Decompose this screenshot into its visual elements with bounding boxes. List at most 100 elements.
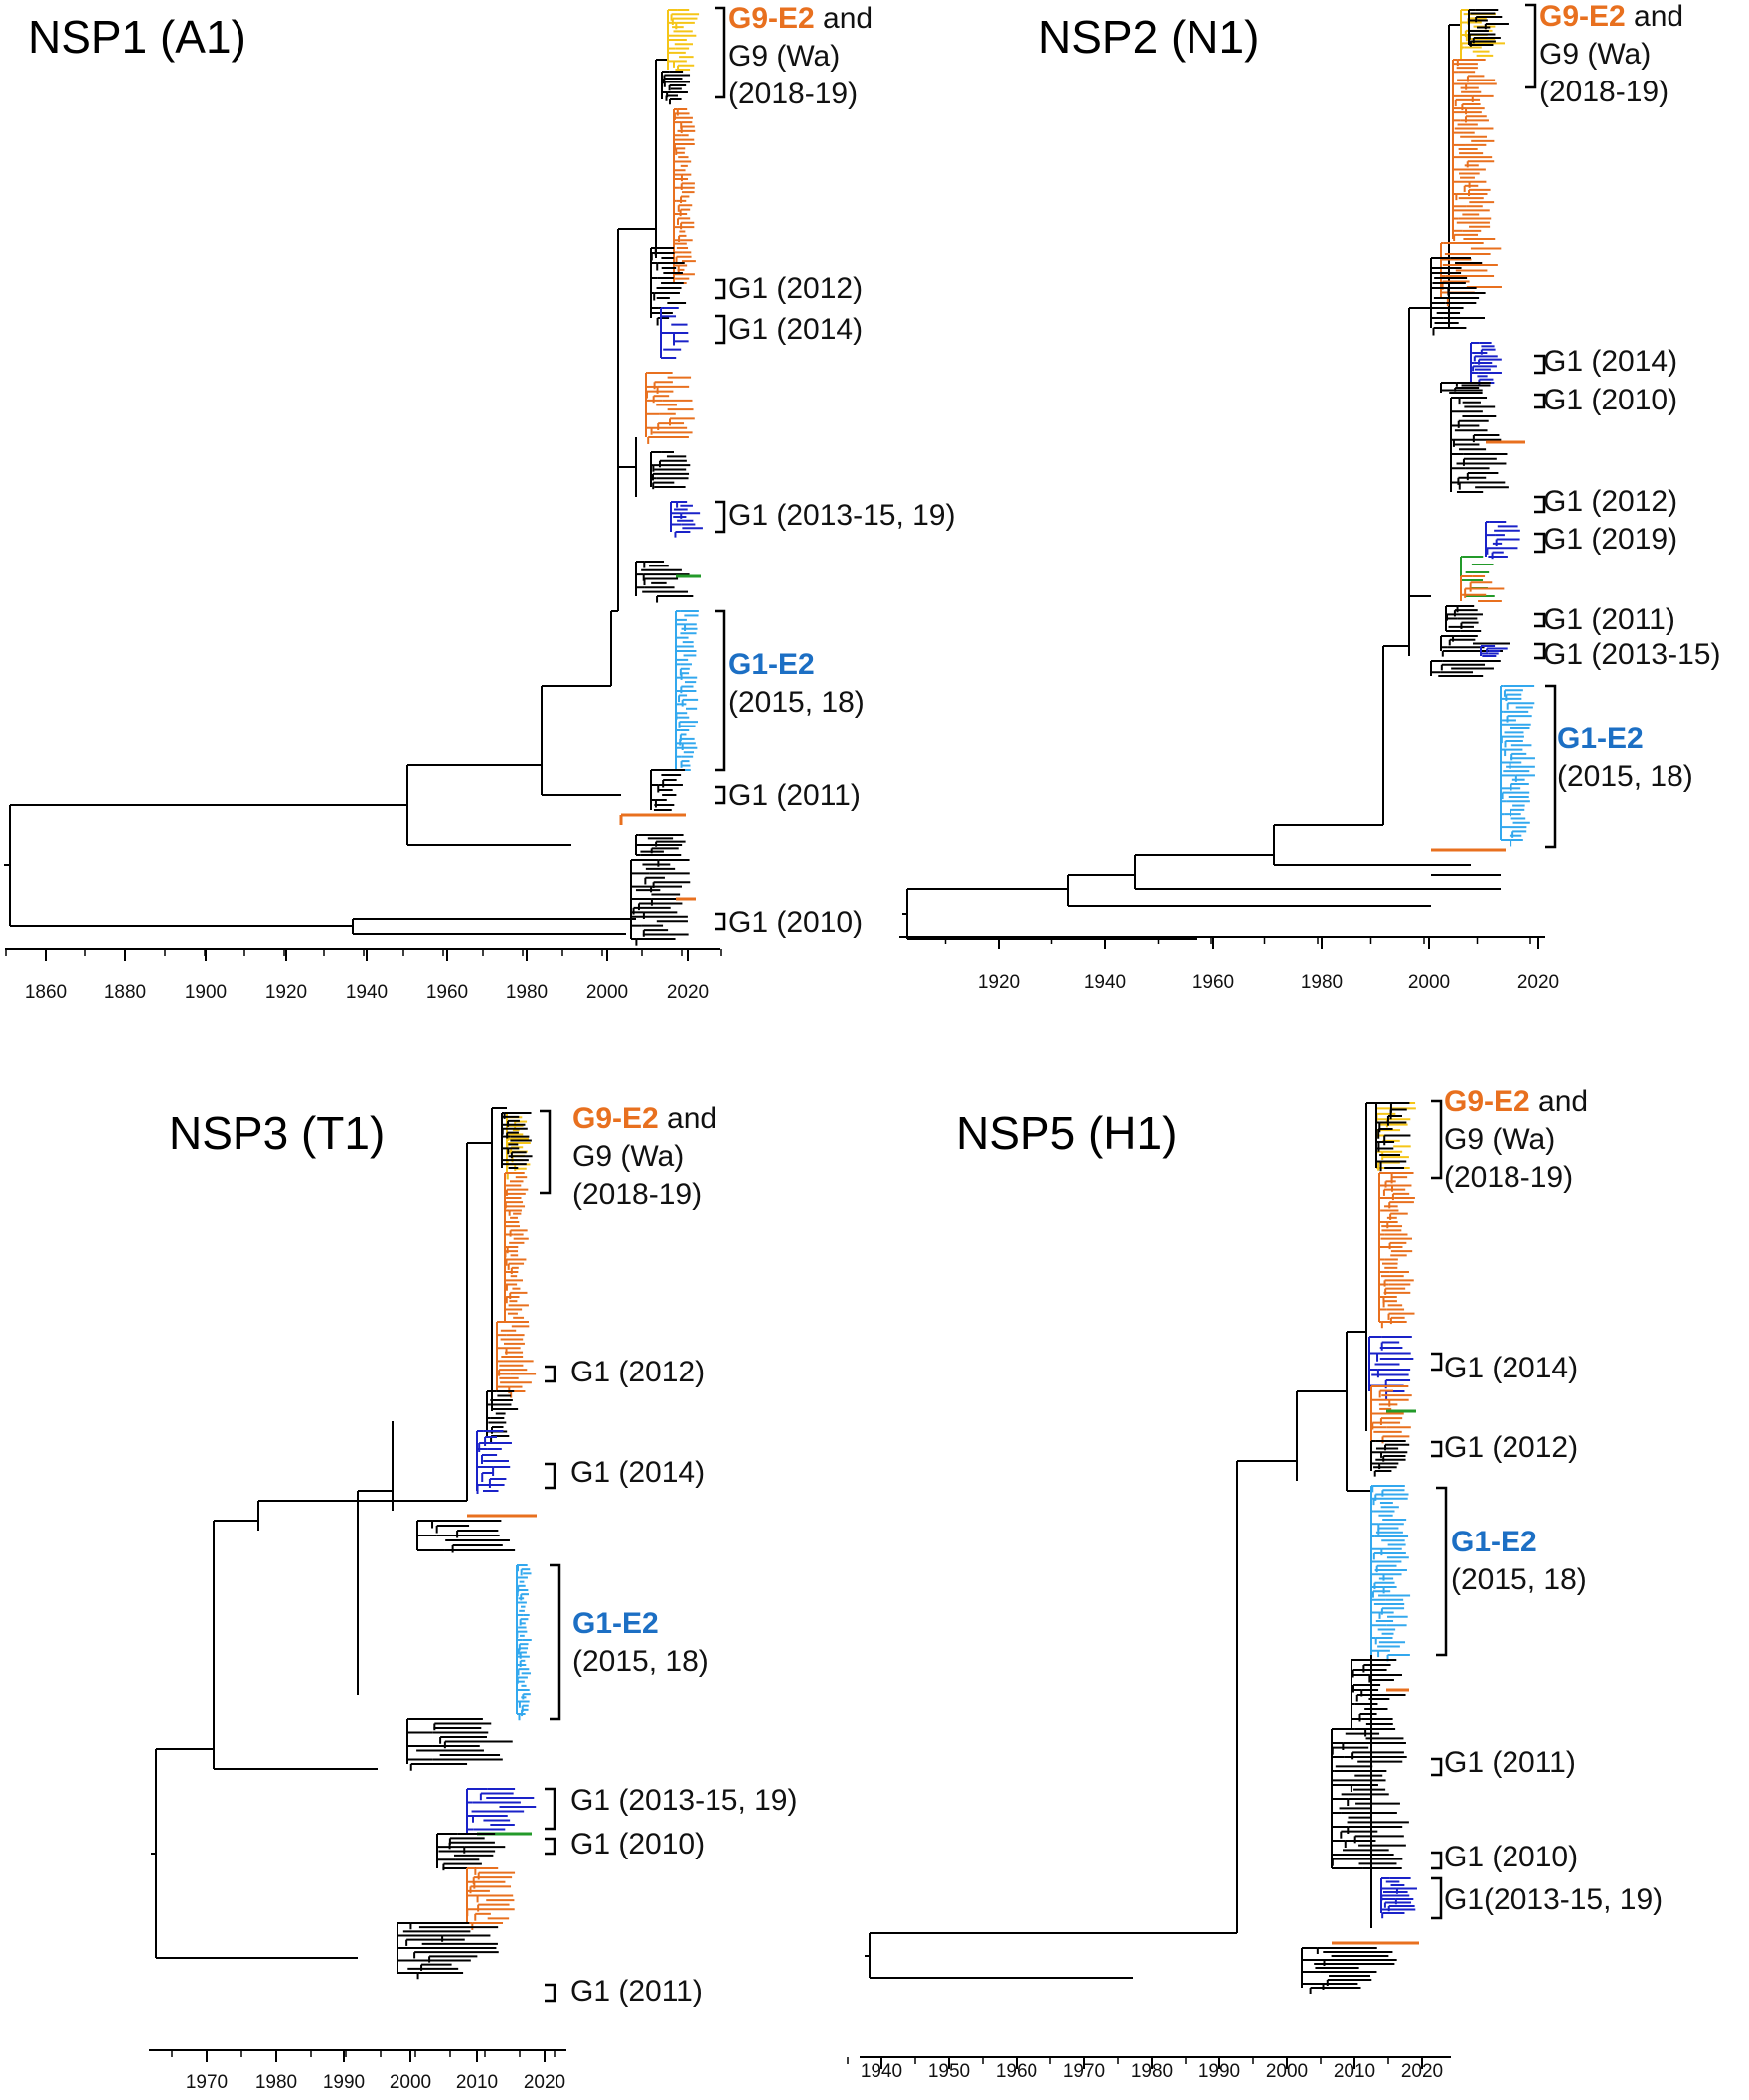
clade-bracket: [715, 785, 726, 805]
axis-tick-label: 1970: [1062, 2061, 1106, 2082]
clade-label-line: (2015, 18): [728, 686, 865, 719]
clade-label: G1 (2010): [570, 1826, 705, 1863]
axis-tick-label: 2010: [455, 2072, 499, 2093]
clade-bracket: [545, 1787, 556, 1831]
clade-label: G1 (2013-15, 19): [728, 497, 955, 535]
clade-label-highlight: G1-E2: [1451, 1526, 1537, 1558]
clade-label: G1 (2010): [1543, 382, 1677, 419]
clade-label: G1 (2011): [1543, 601, 1675, 639]
clade-label-text: G1 (2012): [728, 272, 864, 305]
axis-tick-label: 2000: [585, 982, 629, 1003]
clade-label-text: G1 (2014): [570, 1456, 706, 1489]
clade-bracket: [1431, 1099, 1443, 1180]
clade-label-highlight: G9-E2: [572, 1102, 659, 1135]
clade-label-text: G1 (2010): [1444, 1841, 1579, 1873]
axis-tick-label: 2020: [1516, 972, 1560, 993]
clade-label-highlight: G9-E2: [728, 2, 815, 35]
clade-label: G1-E2 (2015, 18): [1451, 1524, 1587, 1599]
clade-label-text: G1 (2013-15): [1543, 638, 1721, 671]
clade-label: G1 (2014): [1543, 343, 1677, 381]
clade-label: G1 (2011): [1444, 1744, 1576, 1782]
axis-tick-label: 1940: [1083, 972, 1127, 993]
clade-label-line: (2018-19): [728, 78, 859, 110]
clade-bracket: [715, 6, 726, 99]
clade-bracket: [545, 1837, 556, 1856]
axis-tick-label: 1980: [505, 982, 549, 1003]
clade-label-rest: and: [658, 1102, 717, 1135]
clade-bracket: [715, 609, 726, 772]
clade-bracket: [545, 1983, 556, 2003]
clade-label: G1-E2(2015, 18): [728, 646, 865, 722]
axis-tick-label: 2020: [1400, 2061, 1444, 2082]
clade-label-line: (2015, 18): [1557, 760, 1693, 793]
axis-tick-label: 2020: [523, 2072, 566, 2093]
axis-tick-label: 1920: [264, 982, 308, 1003]
axis-tick-label: 1940: [860, 2061, 903, 2082]
clade-label-line: G9 (Wa): [728, 40, 841, 73]
clade-bracket: [1545, 684, 1557, 849]
clade-label: G1-E2(2015, 18): [1557, 721, 1693, 796]
clade-label-line: (2015, 18): [1451, 1563, 1587, 1596]
clade-label: G1 (2014): [1444, 1350, 1578, 1387]
clade-label: G1 (2012): [1444, 1429, 1578, 1467]
clade-label: G1-E2(2015, 18): [572, 1605, 709, 1681]
clade-label-text: G1 (2011): [1543, 603, 1675, 636]
clade-label-line: (2018-19): [1539, 76, 1670, 108]
clade-bracket: [540, 1109, 552, 1195]
clade-bracket: [1534, 532, 1546, 554]
clade-bracket: [1525, 3, 1537, 89]
clade-bracket: [1431, 1352, 1443, 1372]
clade-label-text: G1 (2011): [570, 1975, 703, 2008]
clade-label: G1 (2010): [728, 904, 863, 942]
axis-tick-label: 1920: [977, 972, 1021, 993]
clade-label-text: G1 (2010): [570, 1828, 706, 1860]
clade-label-highlight: G9-E2: [1539, 0, 1626, 33]
clade-bracket: [545, 1462, 556, 1490]
clade-label-text: G1 (2012): [570, 1356, 706, 1388]
clade-label-line: (2018-19): [1444, 1161, 1574, 1194]
clade-bracket: [1431, 1440, 1443, 1458]
clade-label-text: G1 (2012): [1444, 1431, 1579, 1464]
clade-bracket: [1534, 393, 1546, 409]
clade-label: G1 (2013-15): [1543, 636, 1720, 674]
clade-label: G1 (2012): [570, 1354, 705, 1391]
clade-bracket: [1431, 1876, 1443, 1920]
clade-label: G1 (2011): [570, 1973, 703, 2011]
clade-label-text: G1 (2011): [728, 779, 861, 812]
clade-bracket: [1534, 612, 1546, 628]
panel-title-nsp3: NSP3 (T1): [169, 1107, 386, 1159]
clade-bracket: [1431, 1757, 1443, 1777]
clade-bracket: [715, 314, 726, 345]
clade-bracket: [1431, 1851, 1443, 1870]
axis-tick-label: 1900: [184, 982, 228, 1003]
axis-tick-label: 2000: [1407, 972, 1451, 993]
clade-bracket: [715, 500, 726, 534]
axis-tick-label: 1980: [254, 2072, 298, 2093]
clade-bracket: [550, 1563, 561, 1721]
clade-label: G1 (2013-15, 19): [570, 1782, 797, 1820]
clade-label-text: G1 (2014): [728, 313, 864, 346]
axis-tick-label: 1880: [103, 982, 147, 1003]
axis-tick-label: 1940: [345, 982, 389, 1003]
clade-label-line: G9 (Wa): [1539, 38, 1652, 71]
clade-label: G1 (2011): [728, 777, 861, 815]
clade-label: G1 (2010): [1444, 1839, 1578, 1876]
clade-bracket: [1534, 642, 1546, 660]
clade-label-text: G1 (2011): [1444, 1746, 1576, 1779]
axis-tick-label: 2010: [1333, 2061, 1376, 2082]
panel-title-nsp2: NSP2 (N1): [1038, 11, 1260, 63]
clade-label-line: G9 (Wa): [572, 1140, 685, 1173]
clade-label: G1 (2012): [728, 270, 863, 308]
axis-tick-label: 1980: [1300, 972, 1344, 993]
axis-tick-label: 1980: [1130, 2061, 1174, 2082]
clade-label-text: G1 (2014): [1543, 345, 1678, 378]
panel-title-nsp1: NSP1 (A1): [28, 11, 246, 63]
clade-label: G1 (2014): [728, 311, 863, 349]
clade-label-text: G1 (2013-15, 19): [570, 1784, 798, 1817]
clade-label-line: G9 (Wa): [1444, 1123, 1556, 1156]
